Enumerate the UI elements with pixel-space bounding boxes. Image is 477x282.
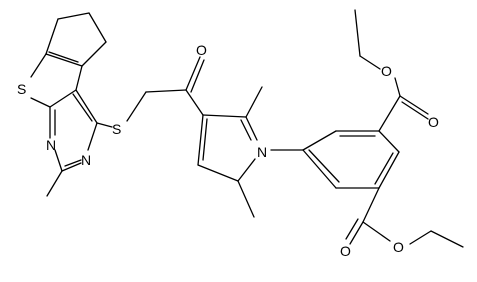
upper-ester-o-double-label: O <box>428 114 439 130</box>
bond <box>345 218 359 240</box>
thioether-s-label: S <box>112 121 121 137</box>
bond <box>185 89 204 116</box>
bond <box>240 119 252 141</box>
atom-labels: S S N N N O O O O O <box>17 42 439 259</box>
thiophene-s-label: S <box>17 81 26 97</box>
bond <box>409 230 432 245</box>
bond <box>245 116 258 141</box>
bond <box>54 149 63 172</box>
bond <box>126 91 147 122</box>
bond <box>45 53 83 67</box>
bond <box>237 158 256 182</box>
pyrrole-n-label: N <box>257 144 267 160</box>
bond <box>64 159 82 167</box>
bond <box>87 122 98 151</box>
bond <box>46 170 63 197</box>
bond <box>145 89 187 93</box>
bond <box>245 86 263 118</box>
lower-ester-o-single-label: O <box>393 239 404 255</box>
bond <box>378 151 400 189</box>
bond <box>75 89 98 124</box>
upper-ester-o-single-label: O <box>381 63 392 79</box>
bond <box>57 12 90 20</box>
bond <box>302 149 337 189</box>
pyrimidine-n-right-label: N <box>81 152 91 168</box>
bond <box>394 77 401 97</box>
bond <box>237 180 255 218</box>
bond <box>362 187 380 223</box>
bonds <box>30 9 464 248</box>
bond <box>190 59 205 93</box>
bond <box>430 230 464 248</box>
bond <box>81 41 107 67</box>
bond <box>61 162 82 172</box>
bond <box>72 93 93 122</box>
bond <box>88 12 107 43</box>
lower-ester-o-double-label: O <box>340 243 351 259</box>
bond <box>362 221 391 242</box>
bond <box>45 18 59 55</box>
bond <box>96 122 113 128</box>
ketone-o-label: O <box>196 42 207 58</box>
bond <box>202 114 247 118</box>
bond <box>30 53 47 78</box>
bond <box>349 221 364 245</box>
pyrimidine-n-left-label: N <box>46 137 56 153</box>
bond <box>374 152 394 185</box>
bond <box>302 130 337 151</box>
bond <box>378 130 400 153</box>
bond <box>401 101 429 120</box>
bond <box>202 118 208 161</box>
bond <box>308 149 340 183</box>
bond <box>359 55 381 70</box>
bond <box>48 51 79 63</box>
bond <box>197 164 239 182</box>
bond <box>197 114 204 166</box>
bond <box>30 97 51 108</box>
bond <box>49 89 77 108</box>
bond <box>378 95 401 132</box>
bond <box>75 65 83 91</box>
bond <box>354 9 361 57</box>
bond <box>185 56 201 91</box>
bond <box>399 95 429 115</box>
